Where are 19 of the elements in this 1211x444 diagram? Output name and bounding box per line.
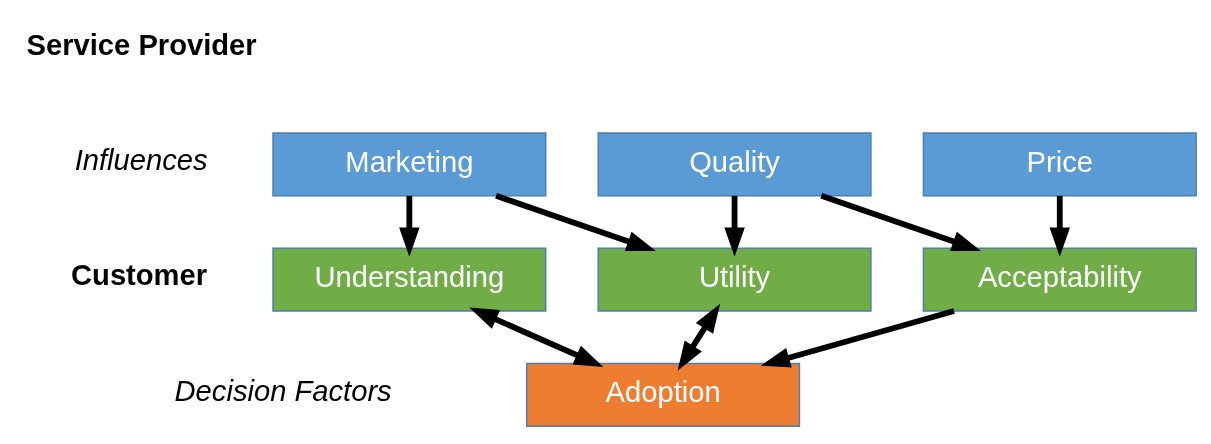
label: Influences (74, 144, 208, 177)
node-box: Adoption (526, 362, 801, 427)
arrow (820, 193, 982, 252)
node-box: Understanding (272, 247, 547, 312)
label: Decision Factors (174, 374, 392, 407)
arrow (677, 303, 721, 371)
label: Service Provider (26, 29, 257, 62)
node-box: Acceptability (922, 247, 1197, 312)
arrow (469, 307, 604, 367)
arrow (1049, 195, 1070, 257)
node-box: Quality (597, 132, 872, 197)
node-box: Marketing (272, 132, 547, 197)
arrow (399, 195, 420, 257)
arrow (760, 308, 955, 368)
label: Customer (71, 259, 208, 292)
node-box: Utility (597, 247, 872, 312)
node-box: Price (922, 132, 1197, 197)
arrow (724, 195, 745, 257)
arrow (495, 193, 656, 252)
